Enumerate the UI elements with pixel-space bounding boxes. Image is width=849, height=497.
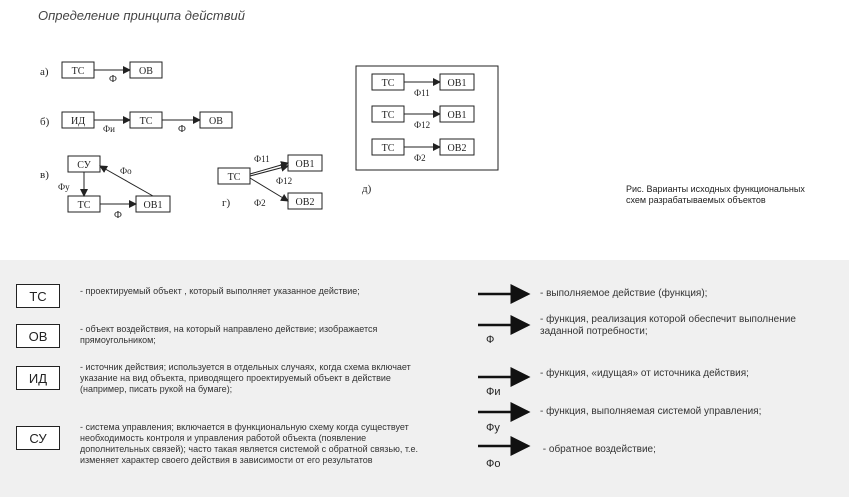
caption-line-1: Рис. Варианты исходных функциональных xyxy=(626,184,805,194)
legend-text-fu: - функция, выполняемая системой управлен… xyxy=(540,406,762,417)
label-fo-v: Фо xyxy=(120,166,132,176)
label-f2-g: Ф2 xyxy=(254,198,266,208)
box-ts-v-label: ТС xyxy=(78,200,91,211)
legend-arrows xyxy=(478,284,531,456)
box-ov1-d2 xyxy=(439,105,475,123)
box-ov-b-label: ОВ xyxy=(209,116,223,127)
box-id-b-label: ИД xyxy=(71,116,85,127)
legend-text-fo: - обратное воздействие; xyxy=(540,444,656,455)
legend-symbol-fi: Фи xyxy=(486,386,501,398)
label-f2-d: Ф2 xyxy=(414,153,426,163)
label-a: а) xyxy=(40,66,49,78)
box-ov-a xyxy=(129,61,163,79)
label-fi-b: Фи xyxy=(103,124,115,134)
box-ov2-d3 xyxy=(439,138,475,156)
legend-symbol-f: Ф xyxy=(486,334,495,346)
box-ov2-g-label: ОВ2 xyxy=(296,197,315,208)
legend-text-ts: - проектируемый объект , который выполня… xyxy=(80,286,360,296)
legend-text-f: - функция, реализация которой обеспечит … xyxy=(540,314,796,337)
box-ts-b-label: ТС xyxy=(140,116,153,127)
box-ov1-d2-label: ОВ1 xyxy=(448,110,467,121)
label-f-v: Ф xyxy=(114,210,122,221)
legend-symbol-ts: ТС xyxy=(16,284,60,308)
box-ov1-d1 xyxy=(439,73,475,91)
label-g: г) xyxy=(222,197,231,209)
box-ts-g-label: ТС xyxy=(228,172,241,183)
box-ts-d3-label: ТС xyxy=(382,143,395,154)
label-v: в) xyxy=(40,169,49,181)
label-fu-v: Фу xyxy=(58,182,70,192)
legend-text-ov: - объект воздействия, на который направл… xyxy=(80,324,378,345)
legend-symbol-id: ИД xyxy=(16,366,60,390)
legend-panel: ТС - проектируемый объект , который выпо… xyxy=(0,260,849,497)
label-f-a: Ф xyxy=(109,74,117,85)
legend-symbol-ov: ОВ xyxy=(16,324,60,348)
box-ts-d1-label: ТС xyxy=(382,78,395,89)
legend-text-action: - выполняемое действие (функция); xyxy=(540,288,708,299)
page-title: Определение принципа действий xyxy=(38,8,245,23)
functional-schemes-diagram: а) ТС ОВ Ф б) ИД Фи ТС Ф ОВ в) СУ ТС ОВ1… xyxy=(40,61,499,221)
label-b: б) xyxy=(40,116,50,128)
box-ov1-d1-label: ОВ1 xyxy=(448,78,467,89)
frame-d xyxy=(355,65,499,171)
box-ov1-g-label: ОВ1 xyxy=(296,159,315,170)
box-ts-d2-label: ТС xyxy=(382,110,395,121)
legend-symbol-fu: Фу xyxy=(486,422,500,434)
box-ov-b xyxy=(199,111,233,129)
legend-symbol-fo: Фо xyxy=(486,458,501,470)
box-ts-a-label: ТС xyxy=(72,66,85,77)
label-f12-d: Ф12 xyxy=(414,120,430,130)
box-ov1-v-label: ОВ1 xyxy=(144,200,163,211)
label-f11-d: Ф11 xyxy=(414,88,430,98)
legend-text-su: - система управления; включается в функц… xyxy=(80,422,418,465)
label-f12-g: Ф12 xyxy=(276,176,292,186)
label-d: д) xyxy=(362,183,372,195)
legend-text-fi: - функция, «идущая» от источника действи… xyxy=(540,368,749,379)
label-f11-g: Ф11 xyxy=(254,154,270,164)
caption-line-2: схем разрабатываемых объектов xyxy=(626,195,766,205)
legend-symbol-su: СУ xyxy=(16,426,60,450)
box-ov2-d3-label: ОВ2 xyxy=(448,143,467,154)
box-ov-a-label: ОВ xyxy=(139,66,153,77)
box-su-v-label: СУ xyxy=(77,160,92,171)
legend-text-id: - источник действия; используется в отде… xyxy=(80,362,411,394)
label-f-b: Ф xyxy=(178,124,186,135)
figure-caption: Рис. Варианты исходных функциональных сх… xyxy=(626,184,846,206)
